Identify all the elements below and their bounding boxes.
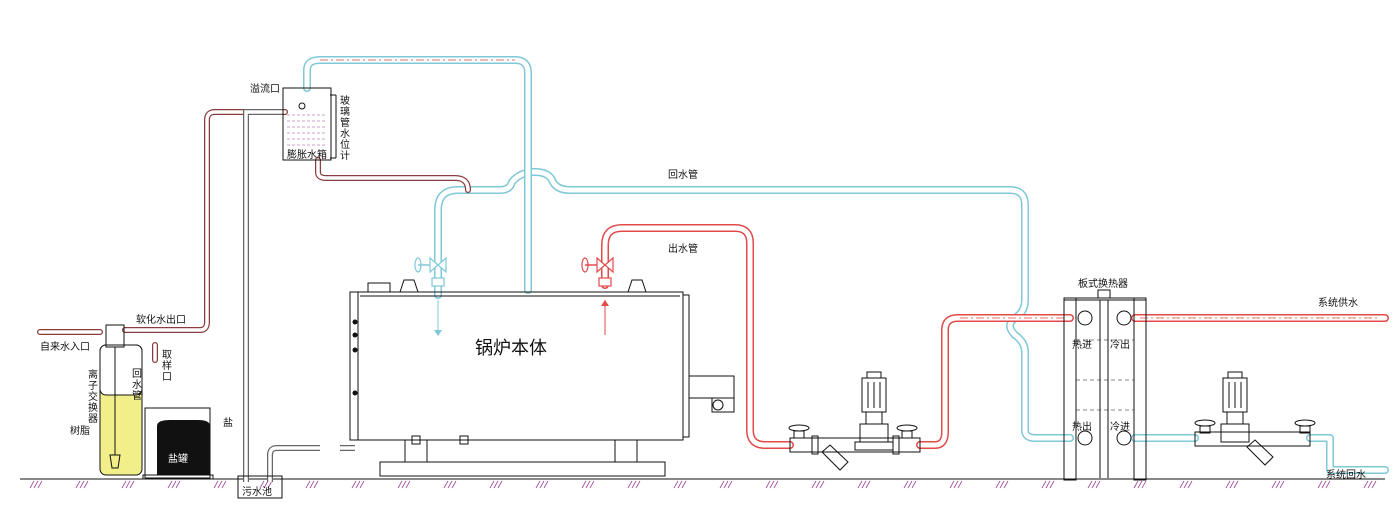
label-sewage-pool: 污水池 [242, 485, 272, 498]
label-ion-exchanger-2: 交 [88, 390, 98, 403]
return-water-pipe [303, 56, 1389, 474]
label-ion-exchanger-0: 离 [88, 368, 98, 381]
label-soft-water-outlet: 软化水出口 [136, 313, 186, 326]
ion-exchanger [99, 324, 143, 476]
soft-water-pipe [37, 109, 471, 363]
label-return-vertical-1: 水 [132, 379, 142, 391]
label-sampling-0: 取 [162, 349, 172, 361]
label-hot-in: 热进 [1072, 338, 1092, 351]
label-salt: 盐 [223, 416, 233, 429]
label-system-return: 系统回水 [1326, 468, 1366, 481]
label-glass-gauge-4: 位 [340, 138, 350, 151]
label-return-pipe: 回水管 [668, 168, 698, 181]
label-hot-out: 热出 [1072, 420, 1092, 433]
expansion-tank [282, 87, 337, 161]
ground-line [20, 478, 1385, 489]
outlet-water-pipe [601, 224, 1389, 449]
label-sampling-1: 样 [162, 359, 172, 372]
return-inlet-valve [414, 256, 447, 336]
label-outlet-pipe: 出水管 [668, 242, 698, 255]
label-ion-exchanger-1: 子 [88, 380, 98, 392]
label-ion-exchanger-3: 换 [88, 401, 98, 414]
circulation-pump-left [788, 371, 921, 471]
overflow-drain-pipe [243, 109, 355, 482]
label-resin: 树脂 [70, 424, 90, 437]
label-glass-gauge-1: 璃 [340, 105, 350, 118]
label-salt-tank: 盐罐 [168, 452, 188, 465]
boiler-body [349, 279, 735, 477]
label-cold-in: 冷进 [1110, 420, 1130, 433]
label-glass-gauge-0: 玻 [340, 94, 350, 107]
label-expansion-tank: 膨胀水箱 [287, 148, 327, 161]
label-glass-gauge-3: 水 [340, 128, 350, 140]
label-boiler-body: 锅炉本体 [475, 338, 547, 359]
label-ion-exchanger-4: 器 [88, 413, 98, 425]
label-plate-hx: 板式换热器 [1078, 277, 1128, 290]
label-sampling-2: 口 [162, 372, 172, 383]
circulation-pump-right [1194, 371, 1316, 466]
salt-tank [142, 407, 214, 480]
label-return-vertical-2: 管 [132, 389, 142, 402]
label-glass-gauge-5: 计 [340, 149, 350, 162]
label-return-vertical-0: 回 [132, 368, 142, 380]
label-cold-out: 冷出 [1110, 338, 1130, 351]
label-overflow-port: 溢流口 [250, 82, 280, 95]
label-system-supply: 系统供水 [1318, 296, 1358, 309]
label-tap-water-inlet: 自来水入口 [40, 340, 90, 353]
label-glass-gauge-2: 管 [340, 116, 350, 129]
plate-heat-exchanger [1063, 289, 1147, 481]
outlet-valve [581, 256, 614, 335]
sewage-pool [237, 475, 283, 499]
diagram-labels: 溢流口 玻 璃 管 水 位 计 膨胀水箱 回水管 出水管 锅炉本体 板式换热器 … [40, 82, 1366, 498]
